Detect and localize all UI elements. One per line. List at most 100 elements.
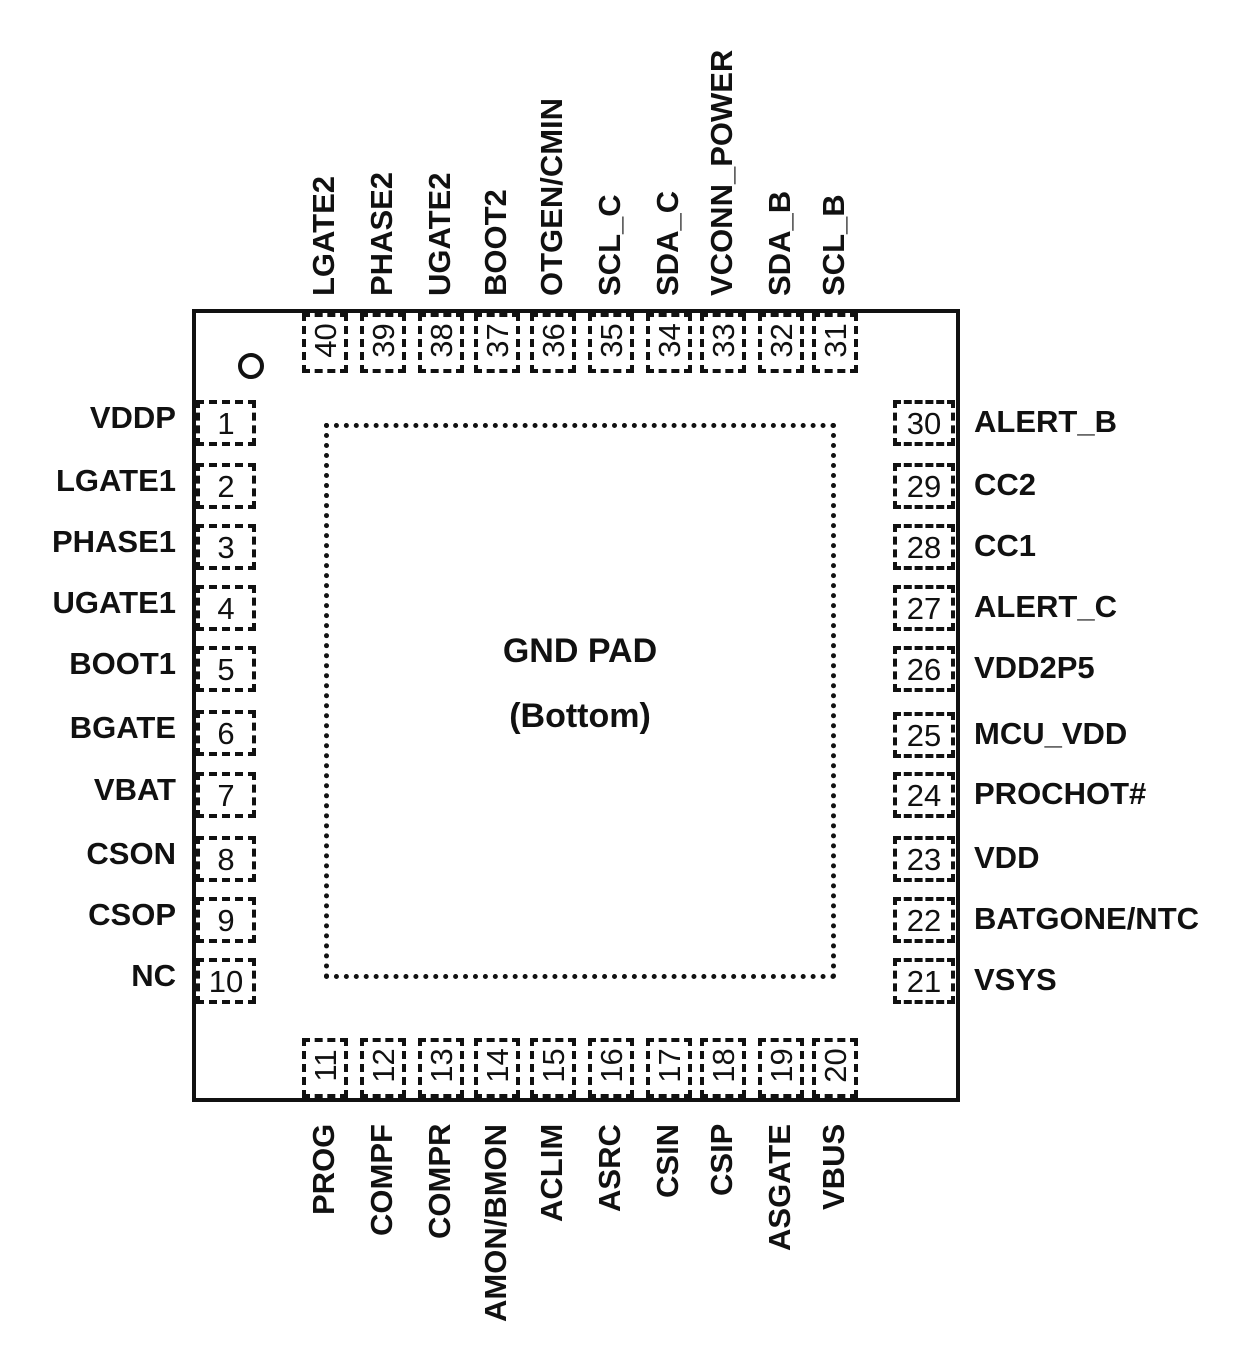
pin-number: 6 <box>217 716 235 751</box>
pin-name-label: COMPR <box>422 1124 457 1240</box>
pin-name-label: CSOP <box>88 897 176 932</box>
pin-name-label: LGATE1 <box>56 463 176 498</box>
pin-number: 29 <box>906 469 942 504</box>
pin-pad-left <box>196 524 256 570</box>
pin-number: 19 <box>764 1048 799 1083</box>
pin-name-label: AMON/BMON <box>478 1124 513 1323</box>
pin-number: 31 <box>818 323 853 358</box>
pin-number: 13 <box>424 1048 459 1083</box>
pin-name-label: SDA_C <box>650 190 685 296</box>
pin-name-label: PROCHOT# <box>974 776 1147 811</box>
pin-name-label: CC2 <box>974 467 1037 502</box>
pin-pad-right <box>893 400 955 446</box>
pin-number: 2 <box>217 469 235 504</box>
pin-pad-bottom <box>302 1038 348 1098</box>
pin-name-label: VDD2P5 <box>974 650 1095 685</box>
pin-name-label: ASRC <box>592 1124 627 1212</box>
pin-pad-bottom <box>530 1038 576 1098</box>
pin-number: 35 <box>594 323 629 358</box>
pin-pad-left <box>196 710 256 756</box>
pin-name-label: MCU_VDD <box>974 716 1128 751</box>
pin-number: 21 <box>906 964 942 999</box>
pin-number: 17 <box>652 1048 687 1083</box>
pin-pad-left <box>196 958 256 1004</box>
pin-number: 32 <box>764 323 799 358</box>
pin-number: 10 <box>208 964 244 999</box>
pin-number: 25 <box>906 718 942 753</box>
pin-pad-right <box>893 897 955 943</box>
pin-number: 11 <box>308 1049 343 1082</box>
pin-pad-left <box>196 772 256 818</box>
pin-name-label: ALERT_C <box>974 589 1117 624</box>
pin-number: 34 <box>652 323 687 358</box>
pin-name-label: BOOT1 <box>69 646 176 681</box>
pin-pad-top <box>758 313 804 373</box>
pin-number: 23 <box>906 842 942 877</box>
pin-pad-left <box>196 646 256 692</box>
pin-number: 38 <box>424 323 459 358</box>
pin-pad-left <box>196 463 256 509</box>
pin-number: 24 <box>906 778 942 813</box>
pin-pad-left <box>196 897 256 943</box>
pin-name-label: UGATE2 <box>422 172 457 296</box>
pin-name-label: VBUS <box>816 1124 851 1211</box>
pin-number: 33 <box>706 323 741 358</box>
ground-pad-sublabel: (Bottom) <box>509 697 651 735</box>
pin-name-label: CSON <box>86 836 176 871</box>
pin-number: 40 <box>308 323 343 358</box>
pin-name-label: UGATE1 <box>52 585 176 620</box>
ground-pad-outline <box>324 423 836 979</box>
pin-name-label: SCL_B <box>816 194 851 296</box>
pin-name-label: SDA_B <box>762 190 797 296</box>
pin-pad-right <box>893 712 955 758</box>
pin-name-label: VDD <box>974 840 1040 875</box>
pin-number: 20 <box>818 1048 853 1083</box>
pin-pad-bottom <box>758 1038 804 1098</box>
pin-name-label: ALERT_B <box>974 404 1117 439</box>
pin-pad-bottom <box>474 1038 520 1098</box>
pin-number: 7 <box>217 778 235 813</box>
pin-name-label: VDDP <box>89 400 176 435</box>
pin-name-label: NC <box>131 958 176 993</box>
pin-pad-bottom <box>700 1038 746 1098</box>
chip-package-outline <box>192 309 960 1102</box>
pin-name-label: SCL_C <box>592 194 627 296</box>
pin-pad-right <box>893 958 955 1004</box>
pin-number: 5 <box>217 652 235 687</box>
pin-number: 9 <box>217 903 235 938</box>
pin-pad-left <box>196 400 256 446</box>
pin-number: 18 <box>706 1048 741 1083</box>
pin-name-label: COMPF <box>364 1124 399 1236</box>
pin-number: 14 <box>480 1048 515 1083</box>
pin-number: 15 <box>536 1048 571 1083</box>
pin-number: 26 <box>906 652 942 687</box>
pin-name-label: BOOT2 <box>478 189 513 296</box>
pin-pad-top <box>360 313 406 373</box>
pin-number: 3 <box>217 530 235 565</box>
pin-name-label: VSYS <box>974 962 1057 997</box>
pin-name-label: PHASE1 <box>51 524 176 559</box>
pin-number: 4 <box>217 591 235 626</box>
pin-pad-bottom <box>588 1038 634 1098</box>
pin-pad-bottom <box>360 1038 406 1098</box>
pin-name-label: OTGEN/CMIN <box>534 97 569 296</box>
pin-number: 37 <box>480 323 515 358</box>
pin-number: 28 <box>906 530 942 565</box>
pin-name-label: CC1 <box>974 528 1037 563</box>
pin-pad-bottom <box>418 1038 464 1098</box>
pin-name-label: BGATE <box>69 710 176 745</box>
pin-number: 30 <box>906 406 942 441</box>
pin-pad-left <box>196 585 256 631</box>
pin-pad-top <box>646 313 692 373</box>
pin-number: 8 <box>217 842 235 877</box>
pin-name-label: PROG <box>306 1124 341 1216</box>
pin-number: 36 <box>536 323 571 358</box>
pin-pad-left <box>196 836 256 882</box>
pin-pad-right <box>893 585 955 631</box>
pin-number: 1 <box>217 406 235 441</box>
pin-number: 12 <box>366 1048 401 1083</box>
pin-pad-top <box>530 313 576 373</box>
pin-pad-top <box>302 313 348 373</box>
pin-name-label: VCONN_POWER <box>704 49 739 296</box>
